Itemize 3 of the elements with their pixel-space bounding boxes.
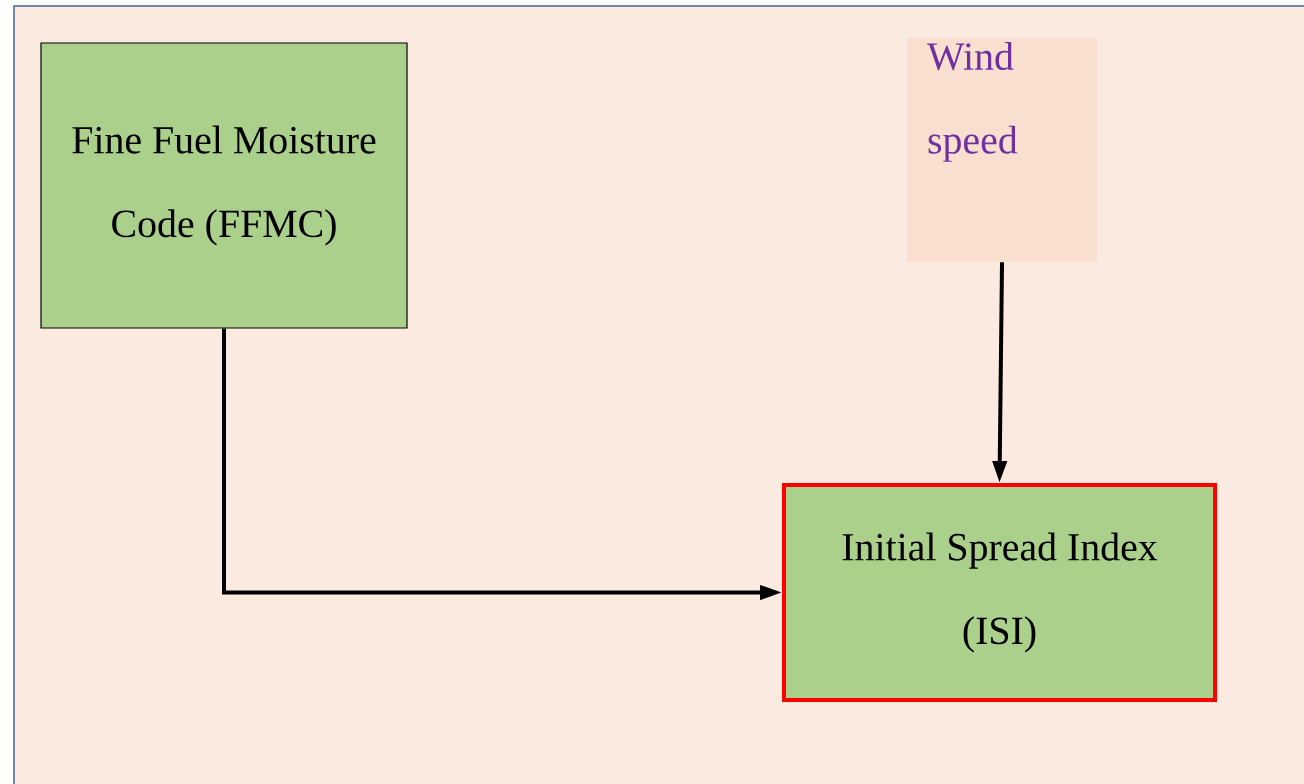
process-box: Fine Fuel Moisture Code (FFMC)	[40, 42, 408, 329]
input-box: Wind speed	[907, 38, 1097, 262]
output-box: Initial Spread Index (ISI)	[782, 483, 1217, 702]
